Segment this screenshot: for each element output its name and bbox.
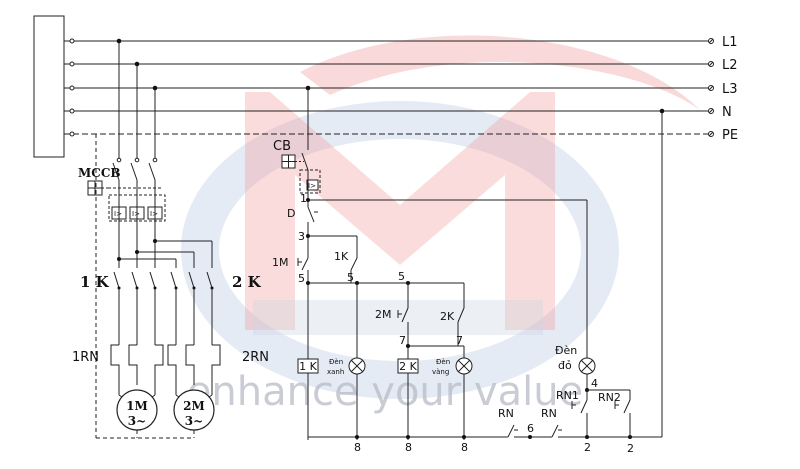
motor-2-label: 2M xyxy=(183,399,205,413)
svg-text:I>: I> xyxy=(150,210,158,218)
node-8c: 8 xyxy=(461,441,468,454)
coil-2k-label: 2 K xyxy=(399,360,417,373)
overload-1rn-label: 1RN xyxy=(72,350,99,365)
stop-button-label: D xyxy=(287,207,295,220)
contactor-2k-label: 2 K xyxy=(232,273,262,291)
bus-label-pe: PE xyxy=(722,128,738,143)
lamp-green-label-1: Đèn xyxy=(329,358,343,366)
mccb-label: MCCB xyxy=(78,166,121,180)
lamp-green-label-2: xanh xyxy=(327,368,344,376)
watermark-text: enhance your value xyxy=(187,369,583,415)
node-5c: 5 xyxy=(398,270,405,283)
rn-b-label: RN xyxy=(541,407,557,420)
svg-text:I>: I> xyxy=(132,210,140,218)
power-circuit: I> I> I> xyxy=(87,38,221,439)
supply-box xyxy=(33,15,65,158)
node-7b: 7 xyxy=(456,334,463,347)
svg-text:I>: I> xyxy=(308,182,316,190)
start-2m-label: 2M xyxy=(375,308,392,321)
bus-label-l2: L2 xyxy=(722,58,738,73)
lamp-red-label-2: đỏ xyxy=(558,359,572,372)
lamp-yellow-label-1: Đèn xyxy=(436,358,450,366)
node-5a: 5 xyxy=(298,272,305,285)
watermark-logo xyxy=(181,35,700,399)
control-breaker-label: CB xyxy=(273,139,291,154)
motor-2-phase: 3~ xyxy=(185,414,203,428)
rn1-label: RN1 xyxy=(556,389,579,402)
node-4: 4 xyxy=(591,377,598,390)
node-6: 6 xyxy=(527,422,534,435)
bus-label-l3: L3 xyxy=(722,82,738,97)
node-8a: 8 xyxy=(354,441,361,454)
overload-2rn-label: 2RN xyxy=(242,350,269,365)
node-7a: 7 xyxy=(399,334,406,347)
contactor-1k-label: 1 K xyxy=(80,273,110,291)
motor-1-phase: 3~ xyxy=(128,414,146,428)
bus-label-l1: L1 xyxy=(722,35,738,50)
coil-1k-label: 1 K xyxy=(299,360,317,373)
node-2b: 2 xyxy=(627,442,634,455)
bus-lines xyxy=(64,38,714,137)
control-circuit: I> xyxy=(281,85,665,440)
lamp-yellow-label-2: vàng xyxy=(432,368,449,376)
bus-label-n: N xyxy=(722,105,732,120)
node-3: 3 xyxy=(298,230,305,243)
rn-a-label: RN xyxy=(498,407,514,420)
node-5b: 5 xyxy=(347,271,354,284)
start-1m-label: 1M xyxy=(272,256,289,269)
node-2a: 2 xyxy=(584,441,591,454)
hold-2k-label: 2K xyxy=(440,310,455,323)
node-8b: 8 xyxy=(405,441,412,454)
node-1: 1 xyxy=(300,192,307,205)
motor-1-label: 1M xyxy=(126,399,148,413)
rn2-label: RN2 xyxy=(598,391,621,404)
svg-text:I>: I> xyxy=(114,210,122,218)
lamp-red-label-1: Đèn xyxy=(555,344,577,357)
hold-1k-label: 1K xyxy=(334,250,349,263)
